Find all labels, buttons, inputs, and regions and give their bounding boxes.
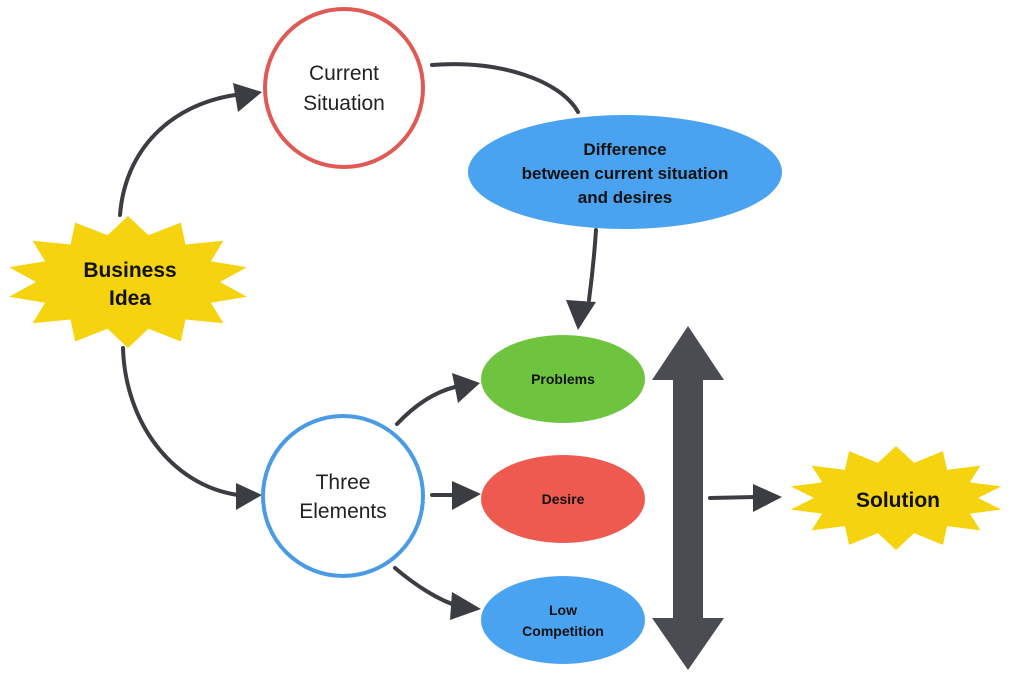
node-low-competition[interactable]: Low Competition xyxy=(481,576,645,664)
connector-three-to-lowcomp xyxy=(393,566,460,608)
node-three-elements[interactable]: Three Elements xyxy=(261,414,425,578)
difference-line1: Difference xyxy=(583,140,666,159)
low-competition-line2: Competition xyxy=(522,623,604,639)
circle-shape xyxy=(261,414,425,578)
arrowhead-difference-to-problems xyxy=(566,300,596,330)
business-idea-line1: Business xyxy=(83,259,176,282)
desire-label: Desire xyxy=(542,491,585,507)
arrowhead-idea-to-current xyxy=(233,83,262,112)
starburst-shape xyxy=(9,216,247,348)
three-elements-line2: Elements xyxy=(299,500,387,523)
starburst-shape xyxy=(790,446,1002,550)
three-elements-line1: Three xyxy=(316,471,371,494)
connector-balance-to-solution xyxy=(708,495,757,500)
connectors xyxy=(118,62,782,620)
ellipse-shape xyxy=(468,115,782,229)
current-situation-line1: Current xyxy=(309,62,379,85)
node-solution[interactable]: Solution xyxy=(790,446,1002,550)
arrowhead-balance-to-solution xyxy=(753,484,782,512)
node-current-situation[interactable]: Current Situation xyxy=(263,7,425,169)
connector-idea-to-three xyxy=(121,346,240,497)
connector-idea-to-current xyxy=(118,93,237,217)
connector-current-to-difference xyxy=(430,62,580,114)
solution-label: Solution xyxy=(856,489,940,512)
difference-line2: between current situation xyxy=(522,164,729,183)
arrowhead-three-to-desire xyxy=(452,481,481,510)
ellipse-shape xyxy=(481,576,645,664)
ellipse-shape xyxy=(481,455,645,543)
connector-three-to-problems xyxy=(395,385,457,426)
problems-label: Problems xyxy=(531,371,595,387)
ellipse-shape xyxy=(481,335,645,423)
node-problems[interactable]: Problems xyxy=(481,335,645,423)
node-business-idea[interactable]: Business Idea xyxy=(9,216,247,348)
arrowhead-three-to-problems xyxy=(452,373,480,403)
arrowhead-three-to-lowcomp xyxy=(450,592,481,620)
low-competition-line1: Low xyxy=(549,602,577,618)
connector-difference-to-problems xyxy=(587,228,598,302)
node-desire[interactable]: Desire xyxy=(481,455,645,543)
arrowhead-idea-to-three xyxy=(236,483,262,510)
circle-shape xyxy=(263,7,425,169)
double-arrow-icon xyxy=(652,326,724,670)
current-situation-line2: Situation xyxy=(303,92,385,115)
difference-line3: and desires xyxy=(578,188,673,207)
business-idea-line2: Idea xyxy=(109,287,151,310)
node-difference[interactable]: Difference between current situation and… xyxy=(468,115,782,229)
